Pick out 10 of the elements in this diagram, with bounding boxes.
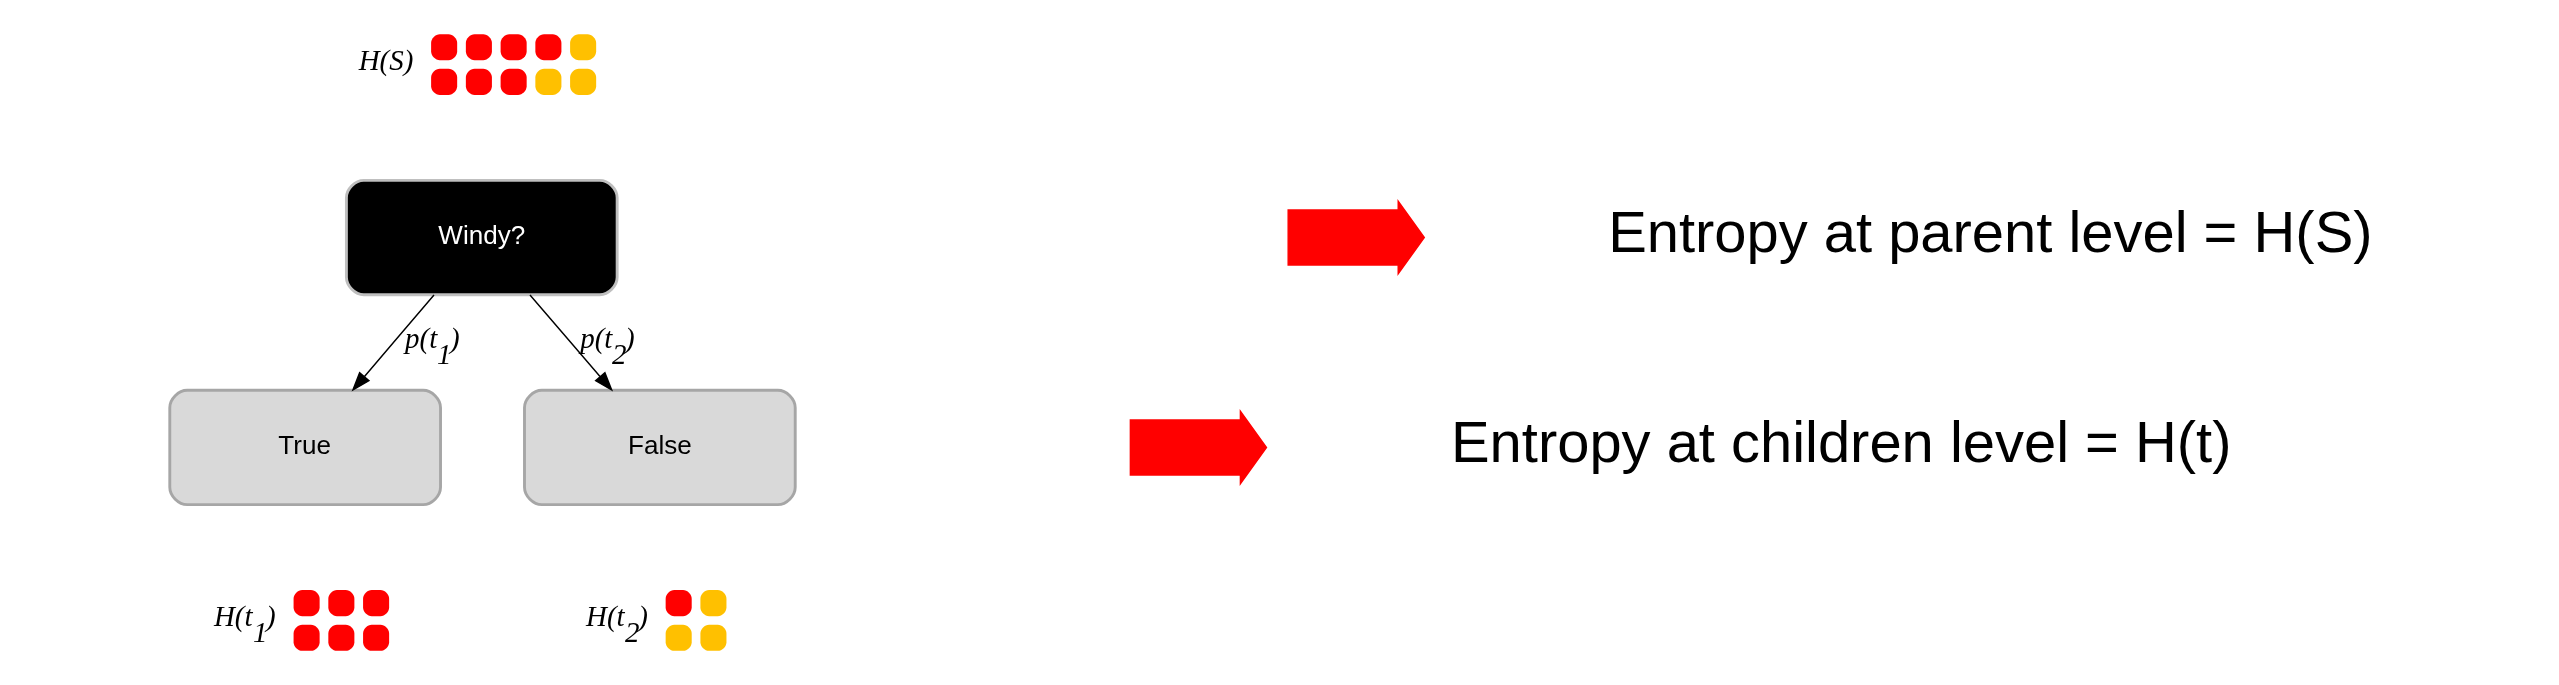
node-box: True bbox=[168, 388, 442, 507]
node-box: Windy? bbox=[344, 178, 619, 297]
node-box: False bbox=[523, 388, 797, 507]
node-arrow bbox=[1129, 409, 1268, 486]
label: Entropy at children level = H(t) bbox=[1451, 409, 2232, 474]
label: Entropy at parent level = H(S) bbox=[1608, 200, 2373, 265]
node-arrow bbox=[1287, 199, 1426, 276]
node-label: H(S) bbox=[358, 44, 414, 77]
arrow bbox=[529, 294, 614, 392]
arrow bbox=[351, 294, 435, 392]
